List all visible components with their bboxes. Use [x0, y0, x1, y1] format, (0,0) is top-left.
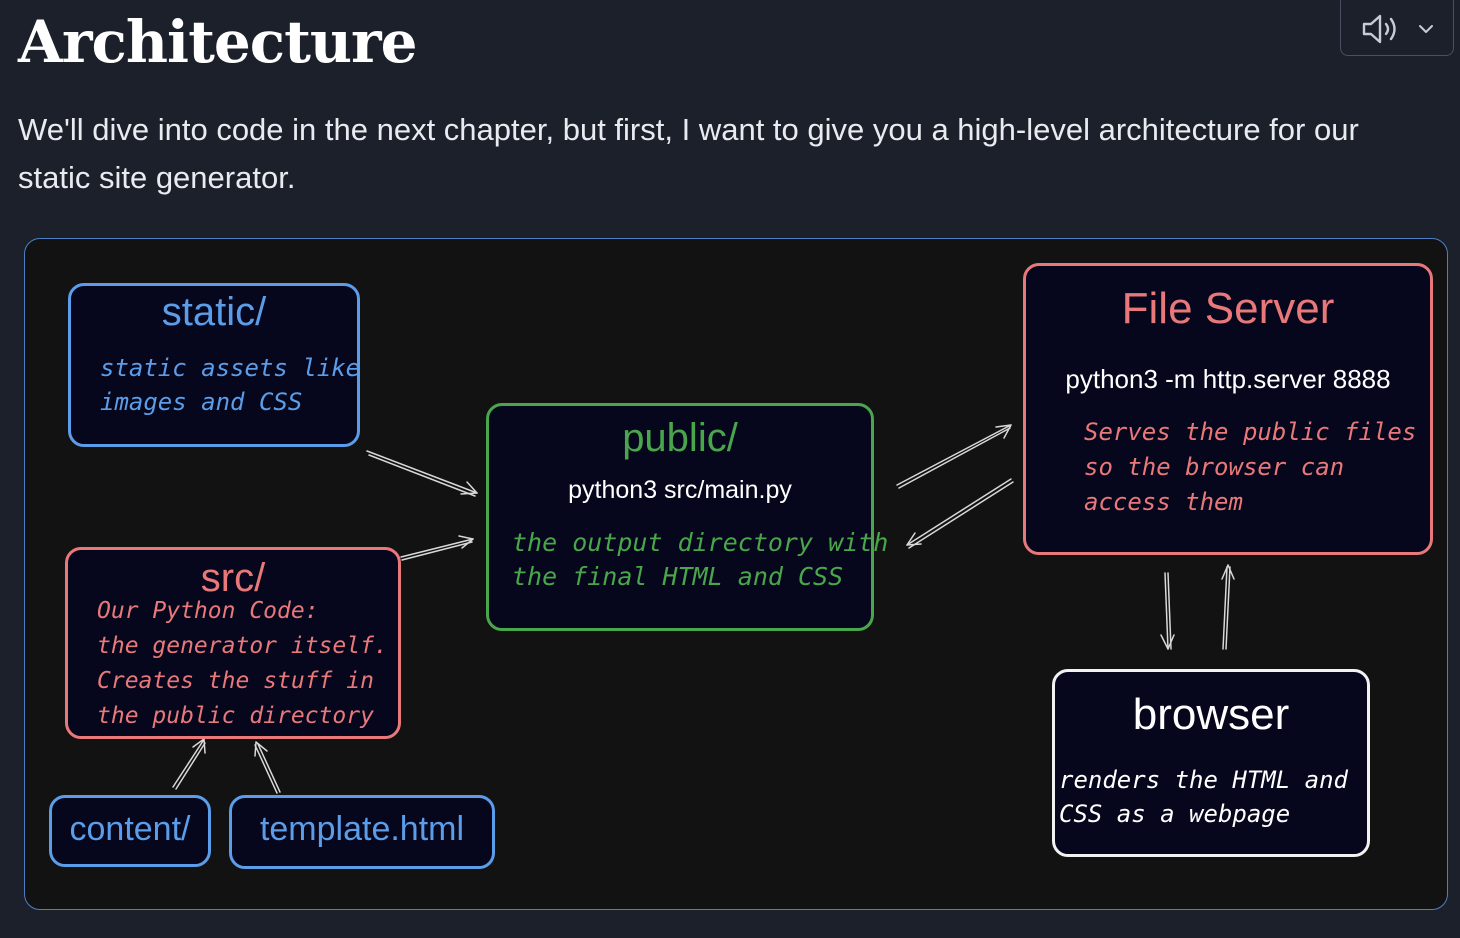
file-server-box: File Server python3 -m http.server 8888 …	[1023, 263, 1433, 555]
arrow-server-to-browser	[1160, 572, 1175, 650]
static-directory-box: static/ static assets like images and CS…	[68, 283, 360, 447]
audio-player-button[interactable]	[1340, 0, 1454, 56]
browser-box-desc-line-2: CSS as a webpage	[1059, 800, 1291, 828]
chevron-down-icon	[1419, 25, 1433, 33]
server-box-title: File Server	[1121, 284, 1335, 333]
arrow-src-to-public	[400, 535, 474, 561]
arrow-server-to-public	[906, 478, 1014, 549]
architecture-diagram: static/ static assets like images and CS…	[24, 238, 1448, 910]
public-box-desc-line-2: the final HTML and CSS	[512, 562, 844, 591]
diagram-arrows	[172, 424, 1235, 794]
public-box-desc-line-1: the output directory with	[512, 528, 889, 557]
src-box-title: src/	[200, 556, 266, 600]
src-box-desc-line-4: the public directory	[97, 703, 374, 729]
speaker-icon	[1362, 14, 1396, 44]
public-directory-box: public/ python3 src/main.py the output d…	[486, 403, 888, 631]
arrow-static-to-public	[366, 450, 478, 497]
static-box-title: static/	[161, 290, 267, 334]
public-box-title: public/	[622, 416, 738, 460]
server-box-desc-line-2: so the browser can	[1084, 453, 1345, 481]
static-box-desc-line-1: static assets like	[100, 354, 361, 382]
public-box-command: python3 src/main.py	[568, 476, 792, 504]
src-box-desc-line-2: the generator itself.	[97, 633, 388, 659]
server-box-command: python3 -m http.server 8888	[1065, 364, 1391, 394]
page-title: Architecture	[18, 8, 418, 76]
arrow-browser-to-server	[1221, 564, 1235, 650]
static-box-desc-line-2: images and CSS	[100, 388, 303, 416]
src-directory-box: src/ Our Python Code: the generator itse…	[65, 547, 401, 739]
arrow-content-to-src	[172, 738, 206, 790]
intro-paragraph: We'll dive into code in the next chapter…	[18, 112, 1359, 195]
arrow-template-to-src	[254, 741, 281, 794]
content-box-title: content/	[69, 810, 191, 848]
server-box-desc-line-1: Serves the public files	[1084, 418, 1417, 446]
browser-box: browser renders the HTML and CSS as a we…	[1052, 669, 1370, 857]
server-box-desc-line-3: access them	[1084, 488, 1243, 516]
content-directory-box: content/	[49, 795, 211, 867]
arrow-public-to-server	[896, 424, 1012, 489]
browser-box-title: browser	[1132, 690, 1290, 739]
template-file-box: template.html	[229, 795, 495, 869]
src-box-desc-line-3: Creates the stuff in	[97, 668, 374, 694]
template-box-title: template.html	[259, 810, 465, 848]
browser-box-desc-line-1: renders the HTML and	[1059, 766, 1348, 794]
src-box-desc-line-1: Our Python Code:	[97, 598, 319, 624]
